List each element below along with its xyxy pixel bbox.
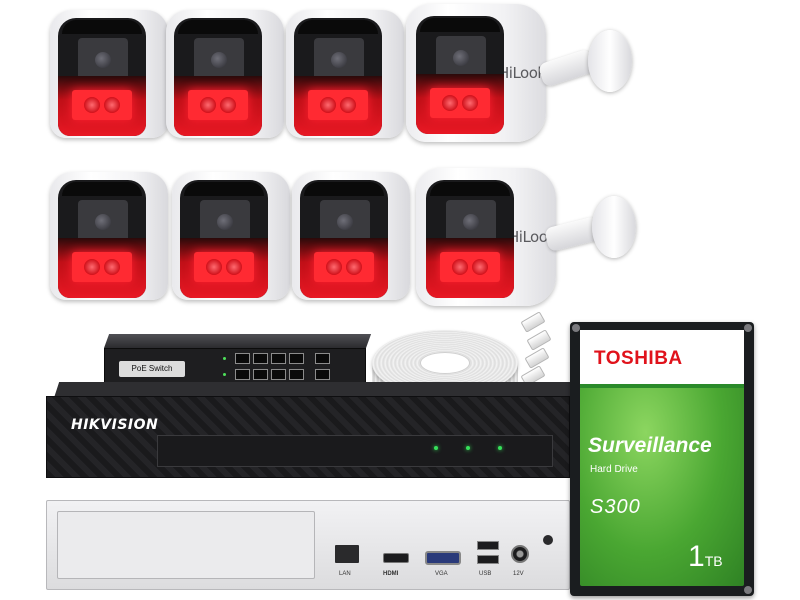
ir-illuminator <box>174 76 262 136</box>
camera-lens <box>211 52 227 68</box>
camera-face <box>174 18 262 136</box>
hdd-screw <box>744 324 752 332</box>
hdd-screw <box>572 324 580 332</box>
hdd-product-name: Surveillance <box>588 434 712 457</box>
nvr-front-panel: HIKVISION <box>46 396 570 478</box>
camera-lens <box>95 214 111 230</box>
ir-illuminator <box>294 76 382 136</box>
usb-port <box>477 555 499 564</box>
ir-illuminator <box>58 238 146 298</box>
poe-port <box>289 369 304 380</box>
poe-port <box>235 353 250 364</box>
camera-brand-logo: HiLook <box>498 64 546 82</box>
vga-port <box>425 551 461 565</box>
hdmi-port-label: HDMI <box>383 571 399 577</box>
ground-screw <box>543 535 553 545</box>
power-port-label: 12V <box>513 571 524 577</box>
hdd-brand-logo: TOSHIBA <box>594 348 683 369</box>
camera-face <box>58 18 146 136</box>
camera-mount-base <box>588 30 632 92</box>
camera-mount-base <box>592 196 636 258</box>
poe-switch-label: PoE Switch <box>119 361 185 377</box>
hdd-screw <box>744 586 752 594</box>
poe-port <box>253 353 268 364</box>
poe-port <box>253 369 268 380</box>
camera-face <box>180 180 268 298</box>
hdd-led <box>466 446 470 450</box>
ir-illuminator <box>58 76 146 136</box>
uplink-port <box>315 353 330 364</box>
network-led <box>498 446 502 450</box>
poe-switch: PoE Switch <box>104 334 372 388</box>
ir-illuminator <box>180 238 268 298</box>
camera-face <box>294 18 382 136</box>
hard-drive: TOSHIBA Surveillance Hard Drive S300 1TB <box>570 322 754 596</box>
hdmi-port <box>383 553 409 563</box>
ir-illuminator <box>416 74 504 134</box>
camera-face <box>426 180 514 298</box>
nvr-rear-vent <box>57 511 315 579</box>
nvr-rear-panel: LAN HDMI VGA USB 12V <box>46 500 570 590</box>
hdd-product-subtitle: Hard Drive <box>590 464 638 475</box>
usb-port-label: USB <box>479 571 492 577</box>
nvr-brand-logo: HIKVISION <box>71 417 159 433</box>
nvr-status-panel <box>157 435 553 467</box>
hard-drive-label: TOSHIBA Surveillance Hard Drive S300 1TB <box>580 330 744 586</box>
rj45-connector <box>526 329 552 351</box>
camera-lens <box>453 50 469 66</box>
camera-lens <box>217 214 233 230</box>
hdd-capacity-unit: TB <box>704 553 723 569</box>
hdd-capacity: 1TB <box>688 540 723 574</box>
poe-port <box>271 369 286 380</box>
hdd-capacity-value: 1 <box>688 540 705 573</box>
rj45-connector <box>520 311 546 333</box>
ir-illuminator <box>300 238 388 298</box>
camera-lens <box>331 52 347 68</box>
hdd-series: S300 <box>590 496 641 518</box>
camera-lens <box>337 214 353 230</box>
power-port <box>511 545 529 563</box>
camera-lens <box>95 52 111 68</box>
camera-face <box>416 16 504 134</box>
lan-port <box>335 545 359 563</box>
usb-port <box>477 541 499 550</box>
poe-port <box>235 369 250 380</box>
camera-lens <box>463 214 479 230</box>
poe-switch-title: PoE Switch <box>131 364 173 373</box>
status-led <box>223 373 226 376</box>
camera-face <box>58 180 146 298</box>
uplink-port <box>315 369 330 380</box>
poe-port <box>271 353 286 364</box>
poe-port <box>289 353 304 364</box>
camera-brand-logo: HiLook <box>508 228 556 246</box>
lan-port-label: LAN <box>339 571 351 577</box>
camera-face <box>300 180 388 298</box>
power-led <box>434 446 438 450</box>
ir-illuminator <box>426 238 514 298</box>
vga-port-label: VGA <box>435 571 448 577</box>
status-led <box>223 357 226 360</box>
